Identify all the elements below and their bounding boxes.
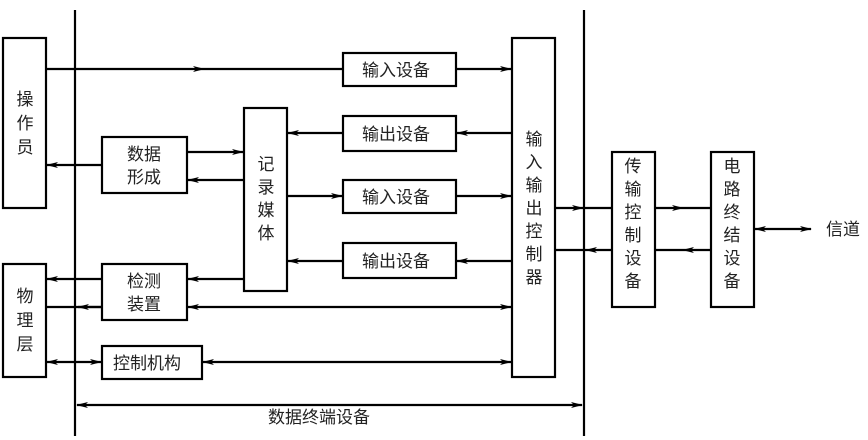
input-device-1-block: 输入设备 — [341, 51, 458, 88]
data-formation-block: 数据 形成 — [100, 135, 189, 195]
recording-medium-block: 记录媒体 — [242, 106, 289, 293]
data-formation-label-line1: 数据 — [127, 145, 161, 165]
vertical-char: 理 — [17, 311, 34, 331]
dte-label: 数据终端设备 — [268, 408, 370, 428]
physical-layer-block: 物理层 — [1, 262, 48, 379]
vertical-char: 录 — [258, 178, 275, 198]
data-formation-label-line2: 形成 — [127, 168, 161, 188]
physical-layer-label: 物理层 — [17, 287, 34, 355]
vertical-char: 路 — [724, 180, 741, 200]
detection-device-label-line2: 装置 — [127, 295, 161, 315]
io-controller-block: 输入输出控制器 — [510, 36, 557, 379]
vertical-char: 结 — [724, 226, 741, 246]
vertical-char: 控 — [625, 203, 642, 223]
input-device-2-block: 输入设备 — [341, 178, 458, 215]
input-device-1-label: 输入设备 — [362, 61, 430, 81]
transmission-control-device-label: 传输控制设备 — [625, 157, 642, 292]
vertical-char: 设 — [625, 249, 642, 269]
vertical-char: 输 — [526, 176, 543, 196]
control-mechanism-label: 控制机构 — [113, 354, 181, 374]
vertical-char: 备 — [724, 272, 741, 292]
vertical-char: 制 — [625, 226, 642, 246]
vertical-char: 器 — [526, 268, 543, 288]
vertical-char: 员 — [17, 138, 34, 158]
vertical-char: 终 — [724, 203, 741, 223]
vertical-char: 媒 — [258, 201, 275, 221]
channel-label: 信道 — [826, 220, 860, 240]
vertical-char: 输 — [625, 180, 642, 200]
vertical-char: 设 — [724, 249, 741, 269]
detection-device-block: 检测 装置 — [100, 262, 189, 322]
vertical-char: 体 — [258, 224, 275, 244]
vertical-char: 制 — [526, 245, 543, 265]
vertical-char: 控 — [526, 222, 543, 242]
vertical-char: 电 — [724, 157, 741, 177]
vertical-char: 层 — [17, 335, 34, 355]
circuit-termination-device-block: 电路终结设备 — [709, 150, 756, 309]
vertical-char: 操 — [17, 90, 34, 110]
io-controller-label: 输入输出控制器 — [526, 130, 543, 288]
output-device-1-block: 输出设备 — [341, 114, 458, 153]
output-device-1-label: 输出设备 — [362, 125, 430, 145]
output-device-2-block: 输出设备 — [341, 241, 458, 280]
vertical-char: 备 — [625, 272, 642, 292]
control-mechanism-block: 控制机构 — [100, 344, 204, 381]
transmission-control-device-block: 传输控制设备 — [610, 150, 657, 309]
vertical-char: 出 — [526, 199, 543, 219]
input-device-2-label: 输入设备 — [362, 188, 430, 208]
vertical-char: 输 — [526, 130, 543, 150]
vertical-char: 物 — [17, 287, 34, 307]
connections — [46, 66, 812, 365]
output-device-2-label: 输出设备 — [362, 252, 430, 272]
detection-device-label-line1: 检测 — [127, 272, 161, 292]
vertical-char: 作 — [17, 114, 34, 134]
circuit-termination-device-label: 电路终结设备 — [724, 157, 741, 292]
recording-medium-label: 记录媒体 — [258, 155, 275, 244]
vertical-char: 传 — [625, 157, 642, 177]
vertical-char: 记 — [258, 155, 275, 175]
operator-label: 操作员 — [17, 90, 34, 158]
vertical-char: 入 — [526, 153, 543, 173]
operator-block: 操作员 — [1, 36, 48, 210]
